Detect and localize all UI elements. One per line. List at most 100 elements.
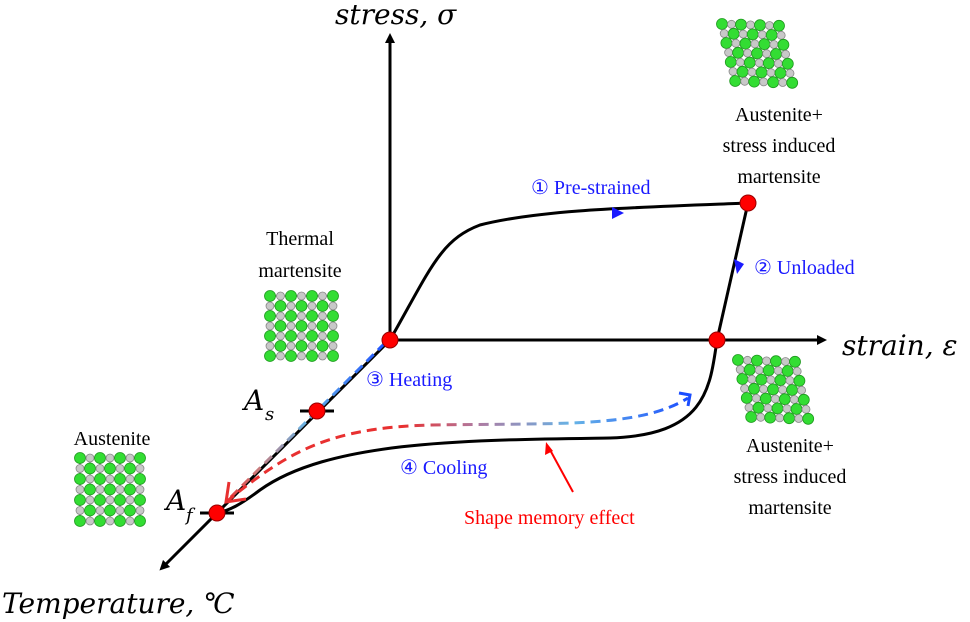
top-right-phase-line3: martensite: [737, 166, 820, 188]
lattice-thermal-martensite-icon: [264, 290, 339, 362]
lattice-atom: [316, 320, 329, 332]
top-right-phase-line2: stress induced: [723, 135, 836, 157]
lattice-atom: [755, 66, 768, 79]
sme-pointer-head: [545, 442, 553, 455]
lattice-atom: [74, 515, 86, 527]
lattice-atom: [74, 452, 86, 464]
lattice-atom: [771, 402, 784, 415]
lattice-atom: [328, 321, 338, 331]
lattice-atom: [792, 366, 802, 376]
lattice-atom: [770, 355, 782, 368]
lattice-atom: [274, 320, 287, 332]
lattice-atom: [328, 341, 338, 351]
thermal-phase-line1: Thermal: [266, 228, 334, 250]
lattice-atom: [95, 506, 105, 515]
lattice-atom: [306, 350, 318, 362]
lattice-atom: [286, 321, 296, 331]
lattice-atom: [264, 290, 276, 302]
lattice-atom: [786, 384, 798, 396]
lattice-atom: [794, 414, 804, 423]
lattice-atom: [327, 310, 339, 322]
lattice-atom: [327, 350, 339, 362]
lattice-atom: [124, 462, 136, 475]
lattice-atom: [778, 78, 788, 87]
cooling-arrowhead: [678, 391, 692, 407]
lattice-atom: [720, 37, 733, 49]
lattice-atom: [135, 506, 145, 515]
lattice-atom: [295, 300, 308, 312]
lattice-atom: [84, 483, 96, 496]
lattice-atom: [264, 330, 276, 342]
lattice-atom: [135, 485, 145, 494]
bottom-right-phase-line2: stress induced: [734, 466, 847, 488]
lattice-atom: [318, 291, 327, 301]
cooling-path: [225, 396, 689, 504]
lattice-atom: [286, 341, 296, 351]
lattice-atom: [716, 18, 728, 30]
lattice-atom: [274, 300, 287, 312]
lattice-atom: [276, 351, 285, 361]
lattice-atom: [134, 452, 146, 464]
lattice-atom: [738, 29, 748, 39]
lattice-atom: [793, 374, 806, 387]
pre-strain-arrow: [612, 207, 624, 219]
strain-axis-label: strain, ε: [842, 329, 958, 362]
lattice-atom: [782, 404, 792, 414]
lattice-atom: [276, 311, 285, 321]
lattice-atom: [84, 504, 96, 517]
lattice-atom: [757, 30, 767, 40]
pre-strain-curve: [388, 201, 749, 341]
lattice-atom: [125, 453, 135, 463]
lattice-atom: [105, 516, 115, 526]
lattice-atom: [727, 19, 736, 29]
lattice-atom: [724, 48, 733, 57]
lattice-atom: [773, 366, 783, 376]
lattice-atom: [74, 473, 86, 485]
lattice-atom: [75, 506, 85, 515]
lattice-atom: [801, 404, 811, 414]
lattice-atom: [114, 515, 126, 527]
lattice-atom: [774, 67, 787, 79]
lattice-atom: [285, 310, 297, 322]
lattice-atom: [736, 373, 749, 385]
lattice-atom: [770, 394, 780, 404]
step-unloaded-label: ② Unloaded: [754, 257, 855, 279]
lattice-atom: [84, 462, 96, 475]
lattice-atom: [762, 49, 771, 59]
lattice-atom: [739, 37, 752, 50]
lattice-atom: [297, 331, 306, 341]
lattice-atom: [754, 58, 764, 68]
lattice-atom: [773, 59, 783, 68]
lattice-atom: [265, 301, 275, 311]
lattice-atom: [767, 383, 779, 396]
temperature-axis: [159, 338, 392, 571]
lattice-atom: [747, 67, 757, 77]
lattice-atom: [736, 65, 749, 78]
lattice-atom: [295, 320, 308, 332]
lattice-atom: [789, 355, 801, 368]
unload-line: [715, 202, 750, 341]
step-prestrained-label: ① Pre-strained: [531, 177, 651, 199]
lattice-atom: [95, 485, 105, 494]
lattice-atom: [104, 504, 116, 517]
lattice-atom: [776, 30, 786, 40]
lattice-atom: [765, 29, 778, 41]
lattice-atom: [264, 310, 276, 322]
lattice-atom: [778, 385, 787, 395]
lattice-atom: [758, 38, 771, 51]
lattice-atom: [781, 49, 790, 59]
lattice-atom: [286, 301, 296, 311]
lattice-atom: [732, 46, 744, 59]
lattice-atom: [135, 464, 145, 473]
temperature-axis-label: Temperature, ℃: [2, 587, 235, 620]
lattice-atom: [774, 374, 787, 387]
lattice-atom: [75, 464, 85, 473]
lattice-bottom-right-icon: [732, 354, 815, 425]
lattice-atom: [786, 76, 799, 89]
lattice-atom: [759, 392, 772, 405]
lattice-atom: [276, 331, 285, 341]
top-right-phase-line1: Austenite+: [735, 104, 823, 126]
lattice-atom: [743, 355, 752, 365]
lattice-atom: [316, 300, 329, 312]
lattice-atom: [327, 330, 339, 342]
